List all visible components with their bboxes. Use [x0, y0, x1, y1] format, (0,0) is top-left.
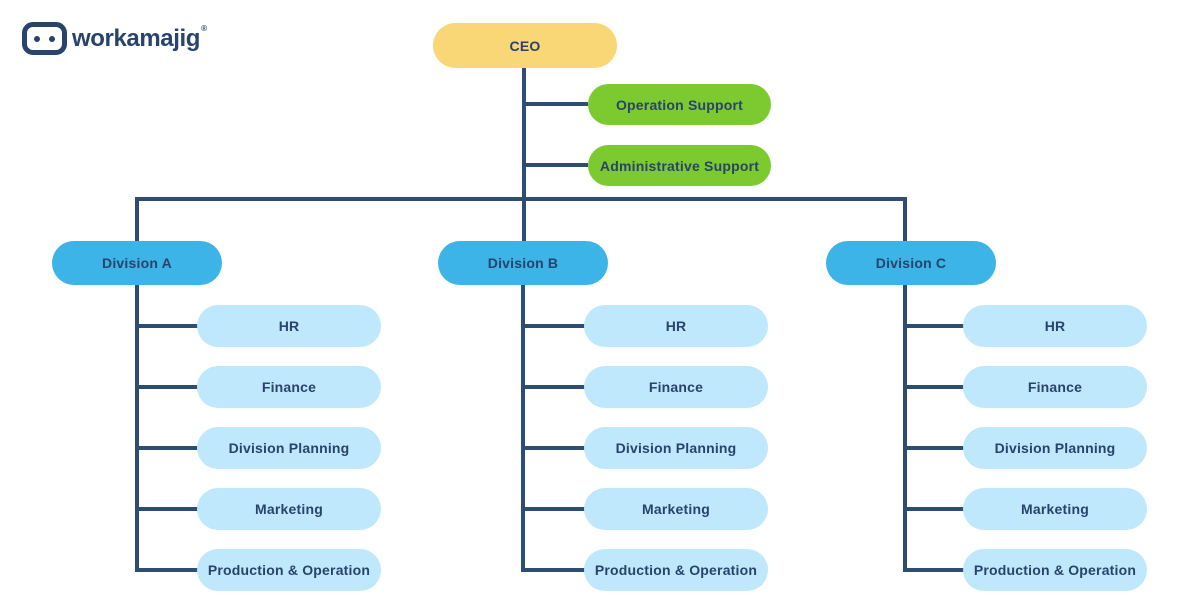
node-ceo: CEO [433, 23, 617, 68]
node-division-b-marketing: Marketing [584, 488, 768, 530]
brand-name: workamajig [72, 24, 201, 52]
registered-trademark-symbol: ® [201, 23, 207, 33]
stub-division-c-hr [905, 324, 965, 328]
connector-operation-support [524, 102, 588, 106]
connector-divisions-horizontal [135, 197, 907, 201]
node-division-a: Division A [52, 241, 222, 285]
stub-division-c-division-planning [905, 446, 965, 450]
stub-division-a-finance [137, 385, 199, 389]
connector-administrative-support [524, 163, 588, 167]
stub-division-b-hr [523, 324, 585, 328]
stub-division-b-marketing [523, 507, 585, 511]
stub-division-c-finance [905, 385, 965, 389]
node-division-b-finance: Finance [584, 366, 768, 408]
stub-division-a-division-planning [137, 446, 199, 450]
workamajig-robot-icon [22, 22, 67, 55]
robot-eye-right [49, 36, 55, 42]
node-division-c: Division C [826, 241, 996, 285]
node-administrative-support: Administrative Support [588, 145, 771, 186]
stub-division-b-production-operation [523, 568, 585, 572]
node-division-c-marketing: Marketing [963, 488, 1147, 530]
node-division-c-hr: HR [963, 305, 1147, 347]
node-division-a-marketing: Marketing [197, 488, 381, 530]
connector-ceo-stem [522, 68, 526, 241]
node-division-a-division-planning: Division Planning [197, 427, 381, 469]
stub-division-c-production-operation [905, 568, 965, 572]
connector-drop-division-a [135, 197, 139, 241]
node-division-a-hr: HR [197, 305, 381, 347]
workamajig-logo: workamajig® [22, 22, 207, 55]
trunk-division-c [903, 285, 907, 572]
node-division-b-production-operation: Production & Operation [584, 549, 768, 591]
trunk-division-b [521, 285, 525, 572]
node-division-c-finance: Finance [963, 366, 1147, 408]
stub-division-a-hr [137, 324, 199, 328]
node-division-a-production-operation: Production & Operation [197, 549, 381, 591]
stub-division-b-finance [523, 385, 585, 389]
node-division-b-hr: HR [584, 305, 768, 347]
stub-division-c-marketing [905, 507, 965, 511]
node-operation-support: Operation Support [588, 84, 771, 125]
node-division-b: Division B [438, 241, 608, 285]
brand-wordmark: workamajig® [72, 23, 207, 52]
connector-drop-division-c [903, 197, 907, 241]
node-division-b-division-planning: Division Planning [584, 427, 768, 469]
node-division-c-division-planning: Division Planning [963, 427, 1147, 469]
node-division-a-finance: Finance [197, 366, 381, 408]
node-division-c-production-operation: Production & Operation [963, 549, 1147, 591]
trunk-division-a [135, 285, 139, 572]
stub-division-a-production-operation [137, 568, 199, 572]
robot-eye-left [34, 36, 40, 42]
stub-division-b-division-planning [523, 446, 585, 450]
stub-division-a-marketing [137, 507, 199, 511]
